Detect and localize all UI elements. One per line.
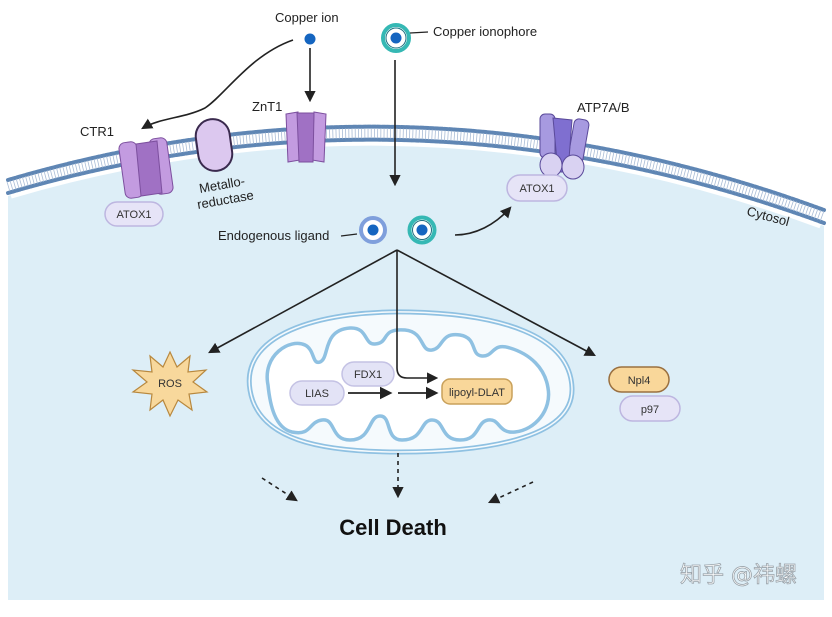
atox1-right-label: ATOX1 <box>519 183 554 195</box>
atp7ab-label: ATP7A/B <box>577 100 630 115</box>
fdx1-pill: FDX1 <box>341 361 395 387</box>
p97-pill: p97 <box>619 395 681 422</box>
arrow-copper-to-ctr1 <box>141 39 294 130</box>
ionophore-leader-line <box>409 31 429 34</box>
ligand-leader-line <box>340 233 358 237</box>
znt1-transporter <box>285 111 327 163</box>
arrow-complex-to-lipoyl-dlat <box>396 250 439 384</box>
znt1-label: ZnT1 <box>252 99 282 114</box>
copper-ion <box>304 33 316 45</box>
atox1-left-label: ATOX1 <box>116 209 151 221</box>
ctr1-label: CTR1 <box>80 124 114 139</box>
atox1-left-pill: ATOX1 <box>104 201 164 227</box>
atp7ab-transporter <box>539 113 590 180</box>
p97-label: p97 <box>641 404 659 416</box>
arrow-to-ros <box>208 249 398 354</box>
watermark: 知乎 @祎螺 <box>680 563 797 588</box>
fdx1-label: FDX1 <box>354 369 382 381</box>
arrow-to-npl4 <box>396 249 596 357</box>
ros-label: ROS <box>158 378 182 390</box>
copper-ionophore-label: Copper ionophore <box>433 24 537 39</box>
mitochondrion <box>246 309 575 455</box>
lipoyl-dlat-pill: lipoyl-DLAT <box>441 378 513 405</box>
atox1-right-pill: ATOX1 <box>506 174 568 202</box>
lipoyl-dlat-label: lipoyl-DLAT <box>449 387 505 399</box>
lias-pill: LIAS <box>289 380 345 406</box>
endogenous-ligand <box>359 216 387 244</box>
ctr1-transporter <box>118 137 174 199</box>
endogenous-ligand-label: Endogenous ligand <box>218 228 329 243</box>
lias-label: LIAS <box>305 388 329 400</box>
ionophore-complex <box>407 215 437 245</box>
cell-death-label: Cell Death <box>339 515 447 540</box>
copper-ion-label: Copper ion <box>275 10 339 25</box>
npl4-pill: Npl4 <box>608 366 670 393</box>
copper-ionophore <box>381 23 411 53</box>
ros-burst: ROS <box>131 350 209 418</box>
metalloreductase <box>194 118 234 172</box>
npl4-label: Npl4 <box>628 375 651 387</box>
arrow-to-atox1 <box>454 206 512 236</box>
dashed-arrow-ros-to-death <box>261 477 298 502</box>
